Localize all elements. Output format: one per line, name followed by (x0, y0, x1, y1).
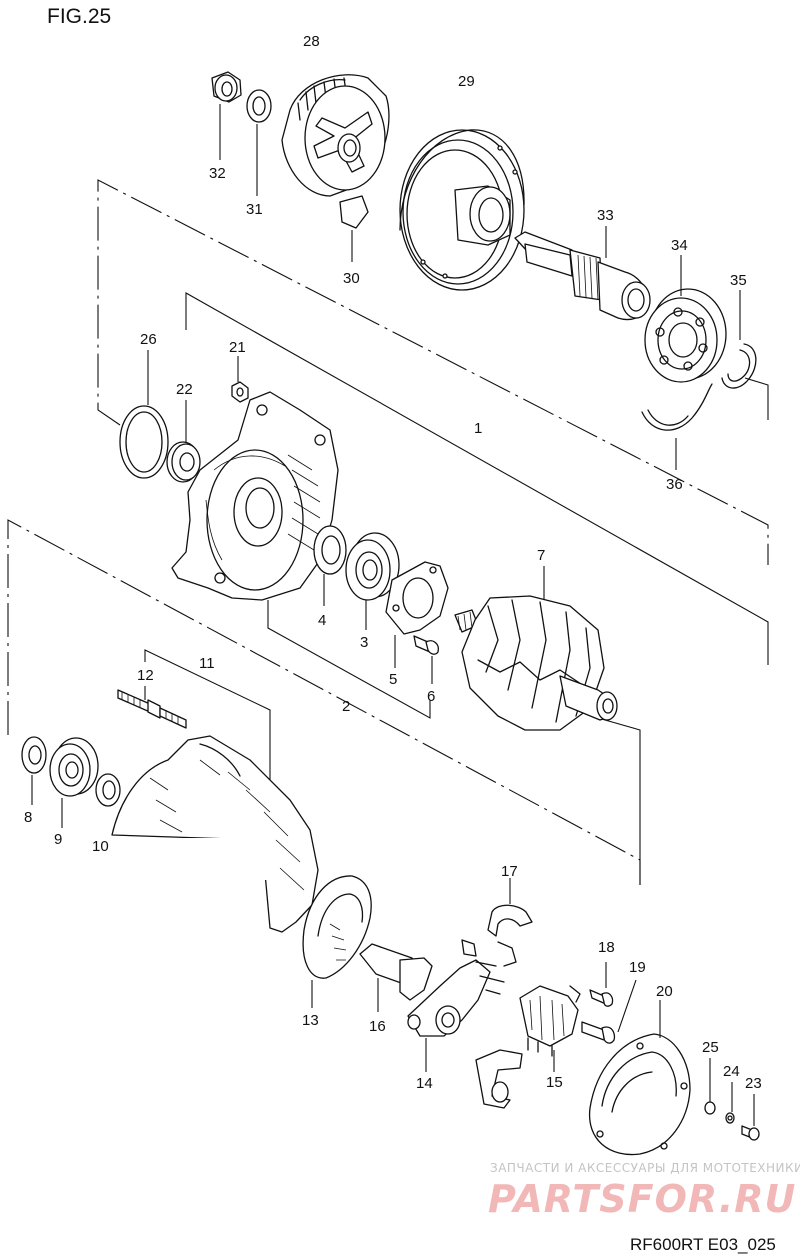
part-brush-set (475, 985, 581, 1109)
part-snap-ring-35 (721, 290, 757, 389)
callout-33: 33 (597, 207, 614, 224)
part-clip-17 (487, 878, 533, 967)
callout-36: 36 (666, 476, 683, 493)
callout-10: 10 (92, 838, 109, 855)
callout-3: 3 (360, 634, 368, 651)
figure-title: FIG.25 (47, 5, 111, 28)
callout-23: 23 (745, 1075, 762, 1092)
callout-13: 13 (302, 1012, 319, 1029)
part-washer-25 (704, 1058, 716, 1115)
part-stud-12 (117, 686, 187, 729)
callout-19: 19 (629, 959, 646, 976)
callout-15: 15 (546, 1074, 563, 1091)
figure-code: RF600RT E03_025 (630, 1235, 776, 1254)
part-starter-gear (399, 129, 525, 291)
callout-24: 24 (723, 1063, 740, 1080)
callout-4: 4 (318, 612, 326, 629)
part-oil-seal-22 (166, 400, 201, 483)
callout-labels: 28 29 32 31 30 33 34 35 36 26 22 21 1 7 … (24, 33, 762, 1092)
callout-22: 22 (176, 381, 193, 398)
part-snap-ring-10 (95, 773, 121, 807)
callout-21: 21 (229, 339, 246, 356)
part-screw-6 (413, 635, 439, 684)
callout-28: 28 (303, 33, 320, 50)
part-stator-13 (302, 875, 372, 1008)
part-starter-shaft (514, 226, 651, 321)
part-retainer-plate-5 (385, 561, 449, 668)
part-end-cover-20 (588, 1000, 691, 1156)
callout-29: 29 (458, 73, 475, 90)
callout-2: 2 (342, 698, 350, 715)
callout-11: 11 (199, 655, 215, 672)
part-washer-4 (313, 525, 347, 606)
callout-14: 14 (416, 1075, 433, 1092)
callout-25: 25 (702, 1039, 719, 1056)
part-regulator-15 (519, 985, 579, 1072)
watermark-brand: PARTSFOR.RU (488, 1177, 796, 1221)
part-generator-housing (100, 735, 319, 933)
part-washer-24 (725, 1082, 735, 1124)
part-bearing-34 (644, 255, 727, 383)
callout-31: 31 (246, 201, 263, 218)
part-washer-31 (246, 89, 272, 196)
callout-18: 18 (598, 939, 615, 956)
part-rotor (454, 566, 618, 731)
part-washer-8 (21, 736, 47, 805)
part-clutch-hub (281, 74, 390, 197)
callout-26: 26 (140, 331, 157, 348)
callout-35: 35 (730, 272, 747, 289)
part-nut-21 (231, 356, 249, 403)
part-o-ring-26 (119, 350, 169, 479)
part-bearing-9 (49, 737, 99, 828)
part-cap-nut (211, 71, 242, 160)
watermark: ЗАПЧАСТИ И АКСЕССУАРЫ ДЛЯ МОТОТЕХНИКИ PA… (488, 1161, 800, 1221)
callout-8: 8 (24, 809, 32, 826)
part-connector-16 (359, 943, 433, 1012)
callout-6: 6 (427, 688, 435, 705)
callout-9: 9 (54, 831, 62, 848)
callout-32: 32 (209, 165, 226, 182)
callout-5: 5 (389, 671, 397, 688)
watermark-tagline: ЗАПЧАСТИ И АКСЕССУАРЫ ДЛЯ МОТОТЕХНИКИ (490, 1161, 800, 1175)
assembly-bracket-lines (7, 179, 769, 885)
callout-30: 30 (343, 270, 360, 287)
callout-34: 34 (671, 237, 688, 254)
callout-17: 17 (501, 863, 518, 880)
callout-20: 20 (656, 983, 673, 1000)
callout-1: 1 (474, 420, 482, 437)
part-screw-23 (741, 1094, 760, 1141)
part-circlip-36 (641, 383, 713, 470)
part-generator-cover-drive (171, 391, 339, 601)
callout-7: 7 (537, 547, 545, 564)
callout-16: 16 (369, 1018, 386, 1035)
part-bearing-3 (345, 532, 400, 630)
part-screw-19 (581, 979, 637, 1044)
part-key-30 (339, 195, 369, 262)
part-screw-18 (589, 962, 614, 1007)
callout-12: 12 (137, 667, 154, 684)
part-brush-holder-14 (407, 939, 505, 1072)
